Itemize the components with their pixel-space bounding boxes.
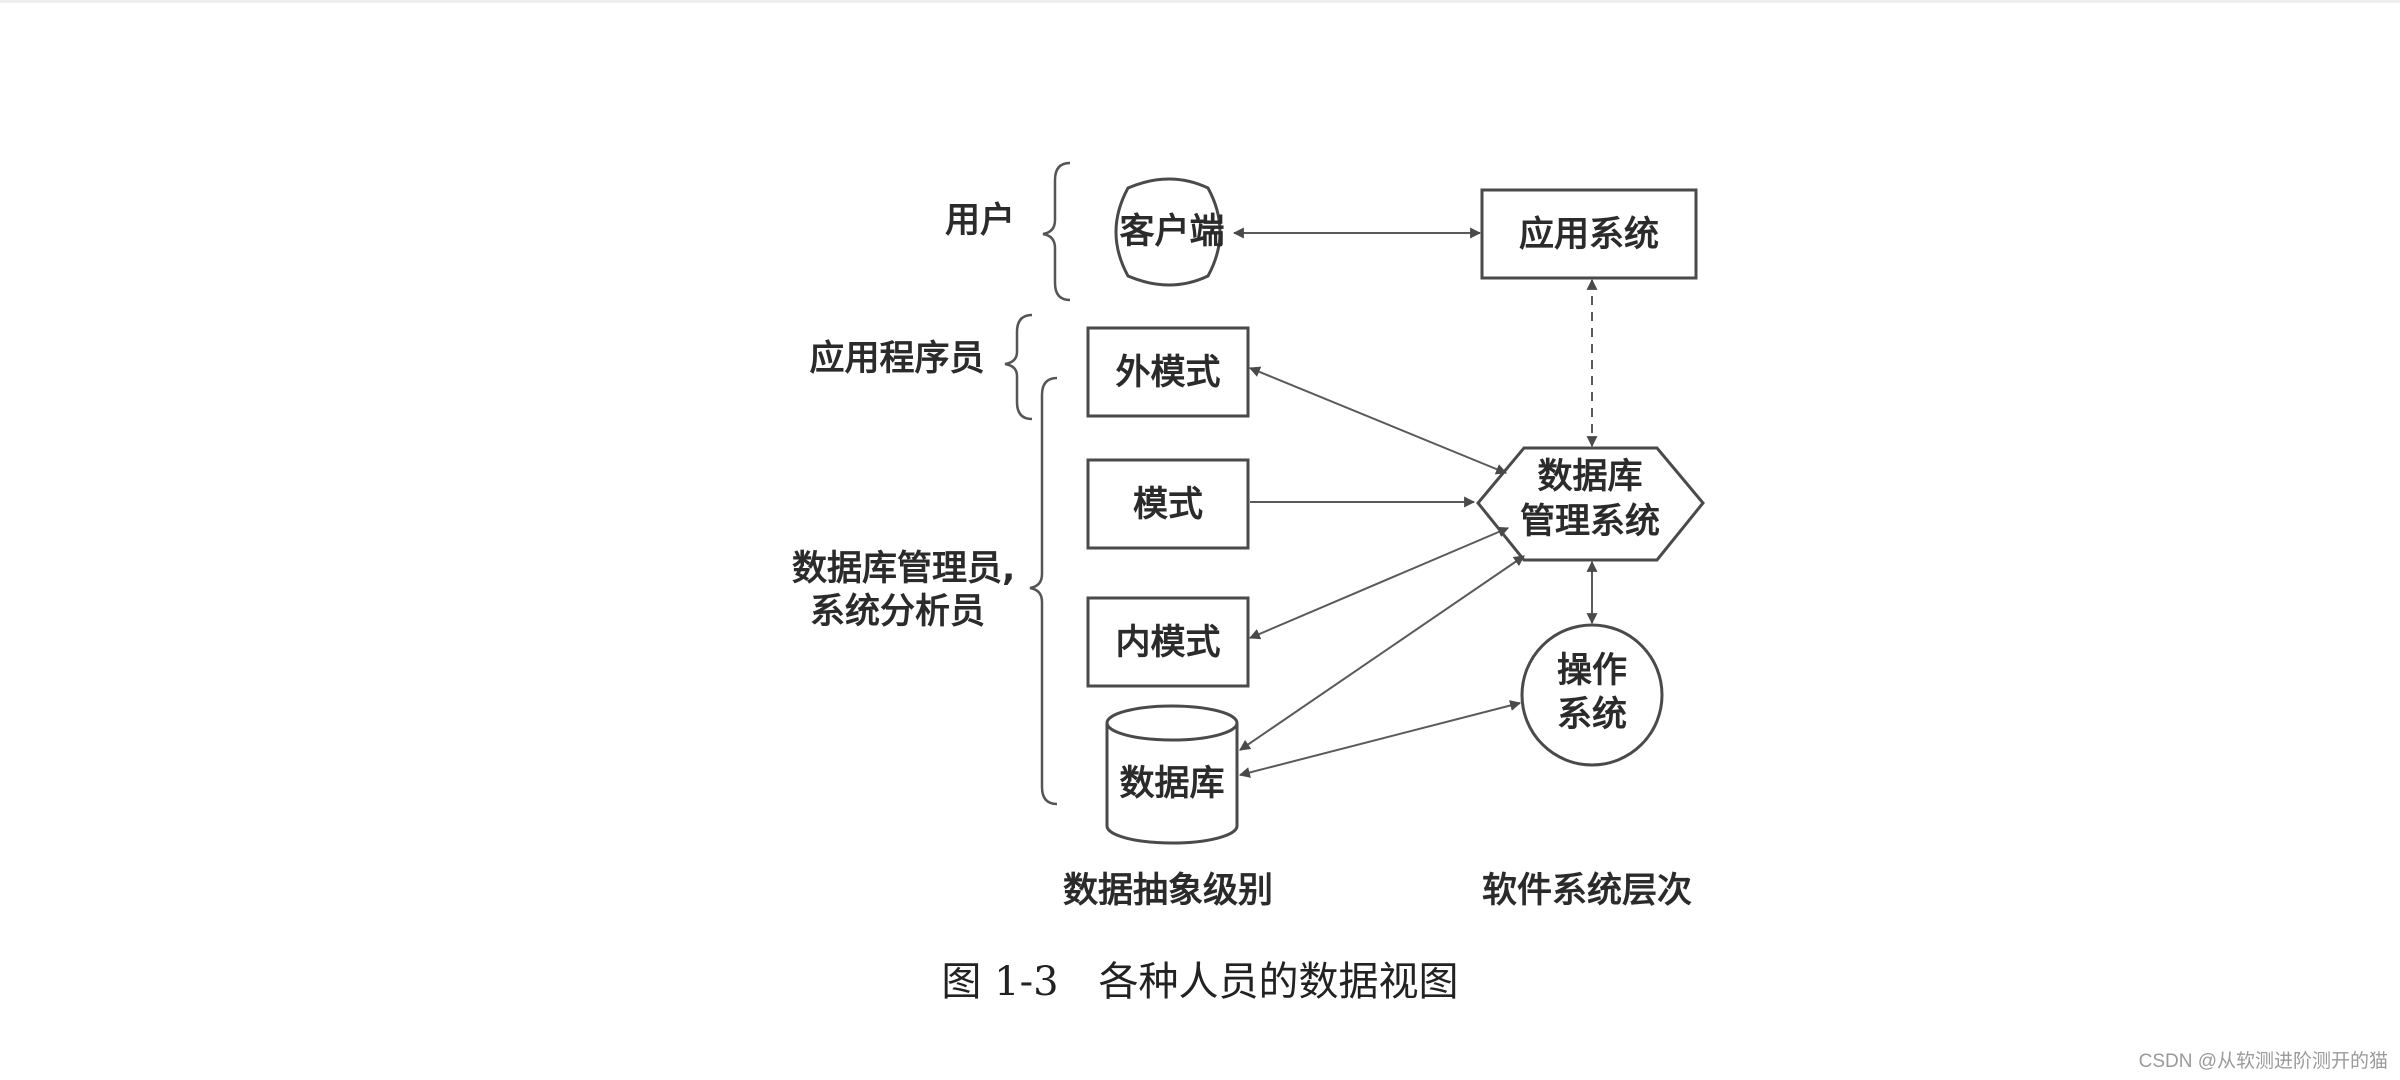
dbms-node (1476, 446, 1705, 562)
os-label-line2: 系统 (1557, 695, 1627, 735)
software-layer-label: 软件系统层次 (1482, 871, 1692, 911)
schema-label: 模式 (1133, 485, 1203, 525)
watermark: CSDN @从软测进阶测开的猫 (2139, 1050, 2388, 1072)
role-programmer-label: 应用程序员 (809, 338, 984, 379)
internal-dbms-connector (1248, 526, 1510, 640)
os-label-line1: 操作 (1557, 651, 1627, 691)
dbms-label-line2: 管理系统 (1520, 502, 1660, 542)
database-os-connector (1238, 700, 1522, 778)
app-system-node (1480, 188, 1698, 280)
external-schema-node (1086, 326, 1250, 418)
database-label: 数据库 (1119, 764, 1224, 804)
programmer-brace (1004, 313, 1033, 421)
role-analyst-label: 系统分析员 (810, 592, 985, 632)
internal-schema-label: 内模式 (1115, 623, 1220, 663)
figure-caption: 图 1-3 各种人员的数据视图 (941, 959, 1458, 1005)
external-dbms-connector (1248, 366, 1508, 475)
top-border (0, 0, 2400, 3)
database-dbms-connector (1239, 555, 1525, 751)
client-label: 客户端 (1119, 211, 1224, 252)
app-system-label: 应用系统 (1519, 214, 1659, 255)
dbms-label-line1: 数据库 (1537, 457, 1642, 497)
database-node (1105, 704, 1239, 845)
role-user-label: 用户 (945, 201, 1015, 241)
external-schema-label: 外模式 (1115, 353, 1220, 393)
schema-node (1086, 458, 1250, 550)
role-dba-label: 数据库管理员, (792, 549, 1015, 589)
user-brace (1042, 161, 1071, 302)
abstraction-level-label: 数据抽象级别 (1063, 871, 1273, 911)
client-node (1114, 177, 1222, 287)
internal-schema-node (1086, 596, 1250, 688)
dba-brace (1029, 376, 1058, 806)
